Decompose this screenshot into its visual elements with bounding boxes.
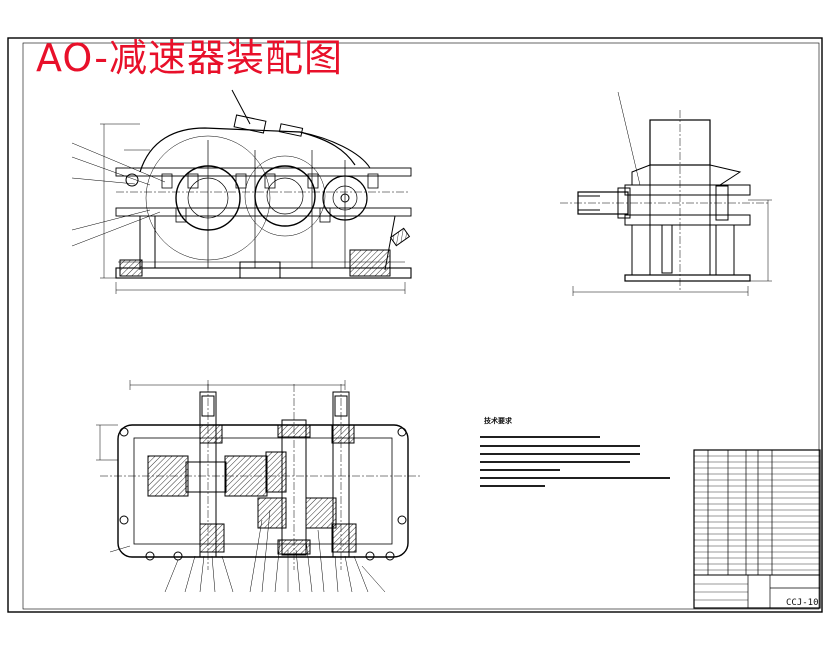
- tech-requirements-lines: [480, 436, 670, 487]
- inner-frame: [22, 42, 820, 610]
- side-view: [560, 91, 772, 296]
- top-view: [96, 380, 420, 593]
- tech-requirements-title: 技术要求: [484, 417, 512, 425]
- front-view: [71, 89, 412, 294]
- title-block: [693, 449, 821, 609]
- outer-frame: [7, 37, 823, 613]
- parts-list-rows: [694, 455, 820, 601]
- drawing-code: CCJ-10: [786, 598, 819, 608]
- drawing-title: AO-减速器装配图: [36, 36, 344, 80]
